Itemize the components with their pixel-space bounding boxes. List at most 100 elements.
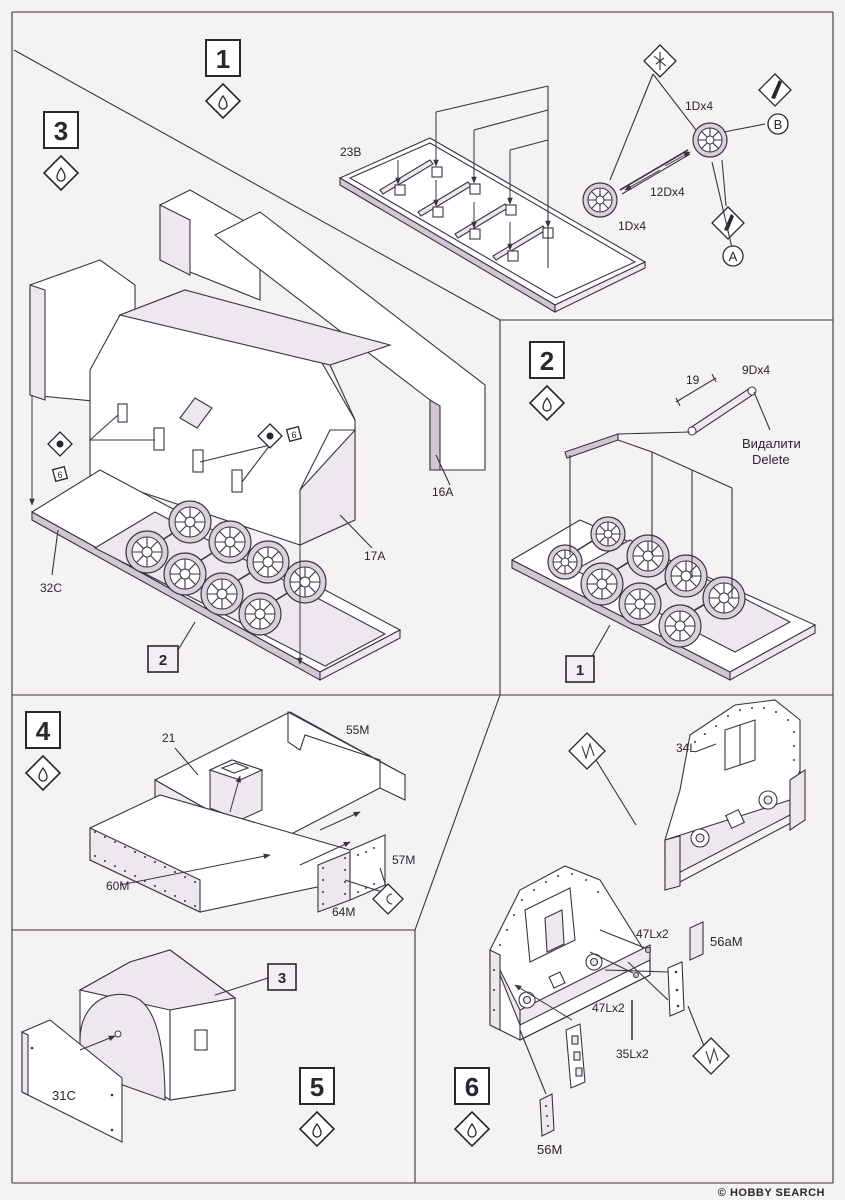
wheelsets-step2 (547, 516, 746, 648)
label-57m: 57M (392, 853, 415, 867)
watermark: © HOBBY SEARCH (718, 1187, 825, 1199)
rivet-row-60m (94, 831, 196, 907)
step-3: 3 (29, 111, 486, 681)
label-32c: 32C (40, 581, 62, 595)
label-21: 21 (162, 731, 176, 745)
label-47lx2-bottom: 47Lx2 (592, 1001, 625, 1015)
ref-box-step-3: 3 (267, 963, 297, 991)
step-5-number: 5 (310, 1072, 324, 1102)
cement-icon (643, 44, 677, 78)
axle-12d (619, 149, 691, 195)
side-panel-55m (287, 711, 406, 801)
callout-a: A (722, 245, 744, 267)
wheel-1d-rear (692, 122, 728, 158)
step-6: 34L (453, 699, 806, 1157)
part-56m-bracket (565, 1023, 586, 1089)
step-2-number: 2 (540, 346, 554, 376)
label-47lx2-top: 47Lx2 (636, 927, 669, 941)
label-1dx4-bottom: 1Dx4 (618, 219, 646, 233)
mini-glue-icon-left (47, 431, 73, 457)
knife-icon (758, 73, 792, 107)
svg-text:6: 6 (291, 430, 296, 440)
mini-ref-right: 6 (285, 425, 303, 443)
label-56m: 56M (537, 1142, 562, 1157)
glue-drop-icon (298, 1110, 336, 1148)
label-12dx4: 12Dx4 (650, 185, 685, 199)
step-5: 31C 3 5 (21, 949, 336, 1148)
step-1: 1 (204, 39, 792, 313)
label-35lx2: 35Lx2 (616, 1047, 649, 1061)
svg-text:1: 1 (576, 662, 584, 679)
label-delete-ua: Видалити (742, 436, 801, 451)
step-4-number: 4 (36, 716, 51, 746)
label-31c: 31C (52, 1088, 76, 1103)
step-1-header: 1 (204, 39, 242, 120)
wheelsets-step3 (125, 500, 327, 636)
chassis-tray-23b (338, 85, 647, 313)
step-2: 2 19 9Dx4 Видалити Delete (510, 341, 817, 683)
rivets-34l (694, 707, 795, 761)
svg-text:6: 6 (57, 470, 62, 480)
body-shell-17a (29, 259, 392, 546)
mini-ref-left: 6 (51, 465, 69, 483)
label-1dx4-top: 1Dx4 (685, 99, 713, 113)
rod-9d (675, 373, 771, 436)
rivets-lower (493, 873, 599, 1011)
step-6-header: 6 (453, 1067, 491, 1148)
axle-mounts (379, 159, 554, 262)
label-16a: 16A (432, 485, 453, 499)
svg-text:A: A (729, 249, 738, 264)
svg-text:© HOBBY SEARCH: © HOBBY SEARCH (718, 1187, 825, 1199)
label-55m: 55M (346, 723, 369, 737)
label-dimension-19: 19 (686, 373, 700, 387)
label-17a: 17A (364, 549, 385, 563)
side-panel-60m (89, 794, 351, 913)
cab-assembly (78, 949, 237, 1101)
label-64m: 64M (332, 905, 355, 919)
firewall-34l (664, 699, 806, 891)
svg-text:B: B (774, 117, 783, 132)
label-delete-en: Delete (752, 452, 790, 467)
end-panel-64m (317, 851, 351, 913)
sandpaper-icon-lower (692, 1037, 730, 1075)
step-4: 4 (24, 711, 415, 919)
label-60m: 60M (106, 879, 129, 893)
ref-box-step-2: 2 (147, 645, 179, 673)
label-34l: 34L (676, 741, 696, 755)
step-2-header: 2 (528, 341, 566, 422)
svg-text:3: 3 (278, 970, 286, 987)
glue-drop-icon (42, 154, 80, 192)
step-5-header: 5 (298, 1067, 336, 1148)
step-6-number: 6 (465, 1072, 479, 1102)
part-56m-plate (539, 1093, 555, 1137)
part-hinge (667, 961, 685, 1017)
step-1-number: 1 (216, 44, 230, 74)
callout-b: B (767, 113, 789, 135)
chassis-step2 (510, 433, 817, 681)
sandpaper-icon-upper (568, 732, 606, 770)
firewall-lower (489, 865, 651, 1041)
part-56am (689, 921, 704, 961)
step-4-header: 4 (24, 711, 62, 792)
svg-text:2: 2 (159, 652, 167, 669)
label-9dx4: 9Dx4 (742, 363, 770, 377)
glue-drop-icon (24, 754, 62, 792)
step-3-header: 3 (42, 111, 80, 192)
label-56am: 56aM (710, 934, 743, 949)
glue-drop-icon (528, 384, 566, 422)
glue-swirl-icon (372, 883, 404, 915)
step-3-number: 3 (54, 116, 68, 146)
glue-drop-icon (453, 1110, 491, 1148)
panel-dividers (11, 11, 834, 1184)
end-panel-57m (349, 834, 386, 901)
ref-box-step-1: 1 (565, 655, 595, 683)
body-shell-16a (159, 189, 486, 471)
label-23b: 23B (340, 145, 361, 159)
glue-drop-icon (204, 82, 242, 120)
end-plate-31c (21, 1019, 123, 1143)
sandpaper-icon (711, 206, 745, 240)
wheel-1d-front (582, 182, 618, 218)
mini-glue-icon-right (257, 423, 283, 449)
pins-47l (631, 946, 652, 1040)
